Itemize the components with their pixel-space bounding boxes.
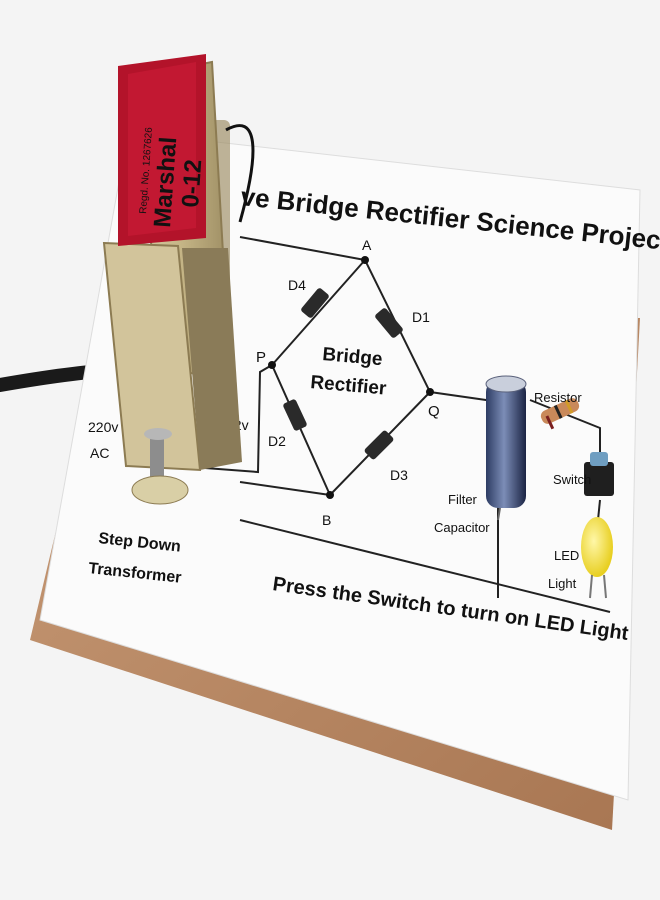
d4-label: D4 [288,277,306,293]
transformer-icon [102,54,255,505]
node-a-label: A [362,237,372,253]
push-switch-icon[interactable] [584,452,614,496]
node-b-label: B [322,512,331,528]
led-icon [581,517,613,599]
capacitor-icon [485,375,527,521]
filter-label-1: Filter [448,492,478,507]
d3-label: D3 [390,467,408,483]
switch-label: Switch [553,472,591,487]
transformer-rating: 0-12 [177,159,207,209]
d1-label: D1 [412,309,430,325]
bridge-label-1: Bridge [322,344,384,370]
led-label-2: Light [548,576,577,591]
d2-label: D2 [268,433,286,449]
input-220-label-1: 220v [88,419,118,435]
node-q-label: Q [428,403,440,420]
diode-icon [283,288,403,460]
resistor-label: Resistor [534,390,582,405]
led-label-1: LED [554,548,579,563]
circuit-nodes [268,256,434,499]
node-p-label: P [256,349,266,366]
filter-label-2: Capacitor [434,520,490,535]
resistor-icon [540,398,580,430]
transformer-brand: Marshal [149,136,182,228]
input-220-label-2: AC [90,445,109,461]
